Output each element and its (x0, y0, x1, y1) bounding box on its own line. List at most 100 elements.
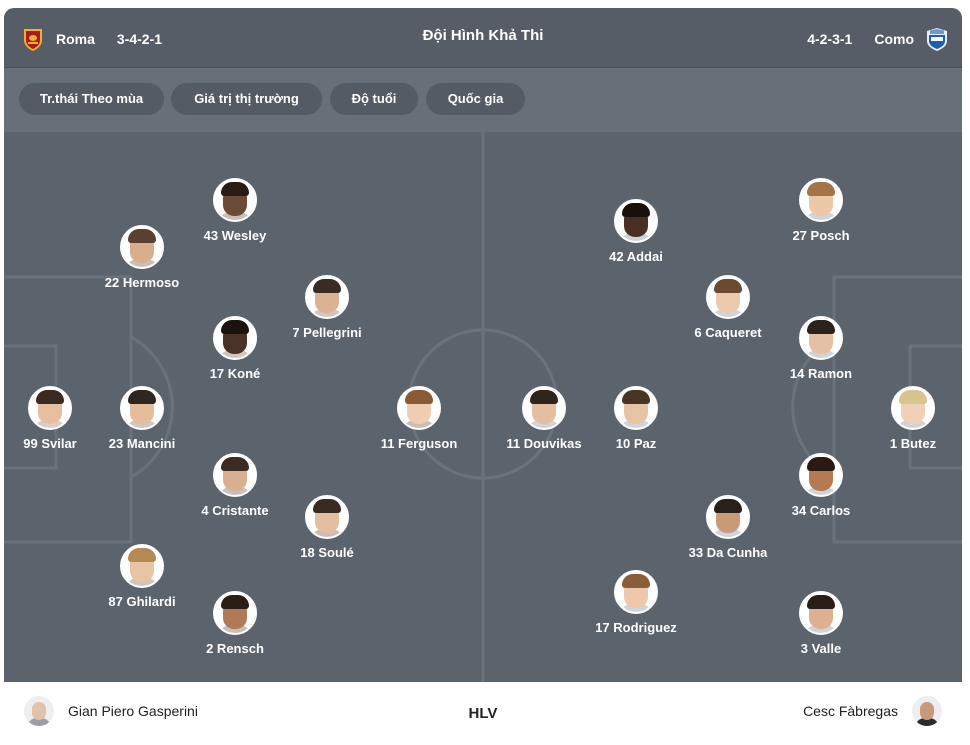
shirt-shape (124, 578, 160, 586)
hair-shape (221, 595, 249, 609)
shirt-shape (803, 487, 839, 495)
player-avatar (614, 570, 658, 614)
tab-season-form[interactable]: Tr.thái Theo mùa (19, 83, 164, 115)
player-home-am-right[interactable]: 18 Soulé (257, 495, 397, 560)
player-avatar (120, 544, 164, 588)
away-team[interactable]: 4-2-3-1 Como (807, 26, 950, 52)
player-avatar (120, 386, 164, 430)
player-home-cm-left[interactable]: 17 Koné (165, 316, 305, 381)
home-team-name: Roma (56, 31, 95, 47)
hair-shape (807, 182, 835, 196)
hair-shape (899, 390, 927, 404)
hair-shape (221, 182, 249, 196)
player-avatar (120, 225, 164, 269)
hair-shape (807, 320, 835, 334)
tab-market-value[interactable]: Giá trị thị trường (171, 83, 322, 115)
player-avatar (706, 275, 750, 319)
player-label: 7 Pellegrini (292, 325, 362, 340)
player-label: 4 Cristante (201, 503, 269, 518)
player-label: 3 Valle (800, 641, 842, 656)
player-home-st[interactable]: 11 Ferguson (349, 386, 489, 451)
home-coach-avatar (24, 696, 54, 726)
player-away-lb[interactable]: 3 Valle (751, 591, 891, 656)
player-away-cb-left[interactable]: 34 Carlos (751, 453, 891, 518)
away-coach[interactable]: Cesc Fàbregas (803, 696, 942, 726)
player-home-cb-left[interactable]: 22 Hermoso (72, 225, 212, 290)
player-label: 14 Ramon (789, 366, 853, 381)
player-home-cm-right[interactable]: 4 Cristante (165, 453, 305, 518)
player-label: 1 Butez (889, 436, 937, 451)
shirt-shape (710, 529, 746, 537)
home-coach-name: Gian Piero Gasperini (68, 703, 198, 719)
shirt-shape (803, 212, 839, 220)
player-avatar (213, 453, 257, 497)
home-coach[interactable]: Gian Piero Gasperini (24, 696, 198, 726)
shirt-shape (124, 259, 160, 267)
shirt-shape (309, 529, 345, 537)
player-away-cb-right[interactable]: 14 Ramon (751, 316, 891, 381)
hair-shape (714, 499, 742, 513)
tab-nationality[interactable]: Quốc gia (426, 83, 525, 115)
face-shape (920, 702, 934, 720)
shirt-shape (217, 487, 253, 495)
player-label: 2 Rensch (206, 641, 264, 656)
hair-shape (622, 390, 650, 404)
hair-shape (807, 595, 835, 609)
coach-label: HLV (468, 705, 498, 722)
player-away-dm-left[interactable]: 33 Da Cunha (658, 495, 798, 560)
player-label: 43 Wesley (203, 228, 267, 243)
shirt-shape (618, 604, 654, 612)
player-away-am[interactable]: 10 Paz (566, 386, 706, 451)
player-home-cb-right[interactable]: 87 Ghilardi (72, 544, 212, 609)
shirt-shape (217, 625, 253, 633)
player-home-gk[interactable]: 99 Svilar (4, 386, 120, 451)
shirt-shape (27, 718, 51, 726)
hair-shape (622, 203, 650, 217)
shirt-shape (618, 233, 654, 241)
player-home-lwb[interactable]: 43 Wesley (165, 178, 305, 243)
player-label: 17 Koné (209, 366, 261, 381)
hair-shape (128, 548, 156, 562)
player-label: 33 Da Cunha (688, 545, 768, 560)
shirt-shape (32, 420, 68, 428)
player-home-cb-center[interactable]: 23 Mancini (72, 386, 212, 451)
player-away-lw[interactable]: 17 Rodriguez (566, 570, 706, 635)
player-label: 99 Svilar (23, 436, 77, 451)
player-home-rwb[interactable]: 2 Rensch (165, 591, 305, 656)
player-avatar (799, 178, 843, 222)
lineup-card: Roma 3-4-2-1 Đội Hình Khả Thi 4-2-3-1 Co… (4, 8, 962, 745)
roma-crest-icon (20, 26, 46, 52)
player-away-st[interactable]: 11 Douvikas (474, 386, 614, 451)
player-avatar (891, 386, 935, 430)
hair-shape (530, 390, 558, 404)
player-away-dm-right[interactable]: 6 Caqueret (658, 275, 798, 340)
player-away-rw[interactable]: 42 Addai (566, 199, 706, 264)
player-away-rb[interactable]: 27 Posch (751, 178, 891, 243)
player-label: 22 Hermoso (104, 275, 180, 290)
hair-shape (221, 320, 249, 334)
shirt-shape (710, 309, 746, 317)
player-label: 11 Douvikas (506, 436, 582, 451)
away-coach-avatar (912, 696, 942, 726)
player-avatar (213, 591, 257, 635)
player-avatar (614, 386, 658, 430)
como-crest-icon (924, 26, 950, 52)
filter-tabs: Tr.thái Theo mùa Giá trị thị trường Độ t… (4, 68, 962, 132)
home-team[interactable]: Roma 3-4-2-1 (20, 26, 162, 52)
shirt-shape (217, 350, 253, 358)
player-avatar (305, 495, 349, 539)
player-home-am-left[interactable]: 7 Pellegrini (257, 275, 397, 340)
shirt-shape (803, 625, 839, 633)
player-avatar (213, 178, 257, 222)
player-avatar (706, 495, 750, 539)
player-label: 10 Paz (615, 436, 657, 451)
player-avatar (28, 386, 72, 430)
shirt-shape (401, 420, 437, 428)
tab-age[interactable]: Độ tuổi (330, 83, 418, 115)
hair-shape (313, 499, 341, 513)
hair-shape (807, 457, 835, 471)
player-label: 34 Carlos (791, 503, 851, 518)
player-label: 27 Posch (792, 228, 850, 243)
player-away-gk[interactable]: 1 Butez (843, 386, 962, 451)
player-label: 6 Caqueret (694, 325, 762, 340)
